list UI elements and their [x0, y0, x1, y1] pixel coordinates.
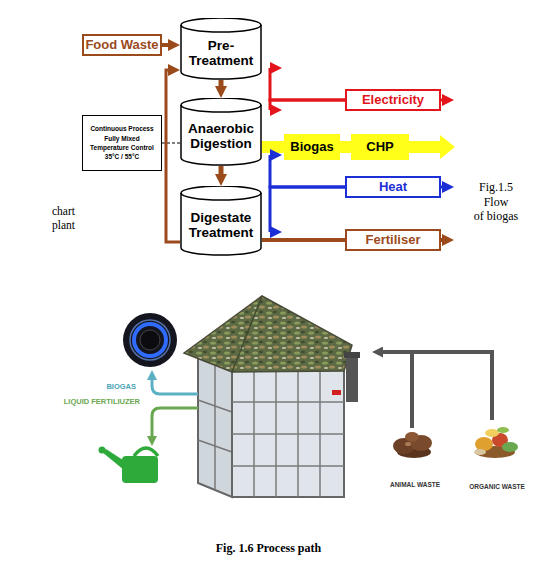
house-side-wall — [198, 352, 232, 497]
tank-rim — [181, 193, 261, 200]
can-body — [122, 456, 158, 483]
node-text: Digestate Treatment — [182, 211, 260, 241]
flow-connector — [270, 187, 345, 232]
electricity-out-arrow — [441, 99, 442, 102]
flow-connector — [166, 70, 180, 242]
process-tank: Anaerobic Digestion — [180, 98, 262, 166]
node-text: Electricity — [362, 93, 424, 107]
roof-ridge — [232, 296, 262, 372]
flow-label: LIQUID FERTILIUZER — [40, 397, 140, 406]
biogas-out-arrow — [409, 135, 455, 159]
tank-rim — [181, 105, 261, 112]
burner-cap — [140, 330, 160, 350]
organic-waste-pile — [474, 427, 518, 458]
flame-ring — [134, 324, 166, 356]
flow-connector — [162, 43, 168, 47]
node-text: Biogas — [290, 140, 333, 154]
figure-label: Fig.1.5 — [456, 180, 536, 195]
input-label: ANIMAL WASTE — [375, 481, 455, 488]
flow-connector — [340, 141, 351, 153]
feed-line — [412, 352, 492, 420]
heat-out-arrow — [441, 186, 442, 189]
wall-frame — [214, 361, 216, 490]
wall-frame — [198, 400, 232, 412]
tank-body — [181, 18, 261, 79]
chp-box: CHP — [351, 134, 409, 160]
can-rose — [99, 447, 106, 454]
flow-connector — [270, 100, 345, 110]
figure-label: chart — [52, 205, 92, 217]
tank-body — [181, 98, 261, 165]
fertilizer-arrow — [152, 408, 198, 436]
note-box: Continuous Process Fully Mixed Temperatu… — [82, 115, 162, 171]
node-text: Fertiliser — [366, 233, 421, 247]
node-text: Anaerobic Digestion — [182, 122, 260, 152]
output-box: Heat — [345, 176, 441, 198]
flow-label: BIOGAS — [70, 382, 136, 391]
pipe-cap — [344, 352, 360, 358]
feed-arrow — [383, 352, 412, 428]
biogas-arrow — [152, 380, 198, 394]
input-box: Food Waste — [82, 34, 162, 56]
wall-grid — [232, 370, 344, 497]
flow-connector — [262, 141, 284, 153]
output-box: Electricity — [345, 89, 441, 111]
figure-label: plant — [52, 219, 92, 231]
gas-box: Biogas — [284, 134, 340, 160]
process-tank: Digestate Treatment — [180, 186, 262, 256]
gas-burner — [123, 313, 177, 367]
digester-house — [184, 296, 360, 497]
fertiliser-out-arrow — [441, 238, 442, 242]
wall-frame — [198, 440, 232, 452]
node-text: Food Waste — [85, 38, 158, 52]
node-text: Continuous Process Fully Mixed Temperatu… — [86, 124, 158, 162]
figure-label: Flow — [456, 195, 536, 210]
flow-connector — [219, 80, 224, 86]
house-front-wall — [232, 370, 344, 497]
node-text: Pre- Treatment — [182, 39, 260, 69]
node-text: Heat — [379, 180, 407, 194]
figure-label: of biogas — [456, 209, 536, 224]
flow-connector — [219, 166, 224, 174]
tank-rim — [181, 25, 261, 32]
valve — [332, 390, 341, 395]
burner-plate — [123, 313, 177, 367]
leaf-roof — [184, 296, 352, 372]
process-tank: Pre- Treatment — [180, 18, 262, 80]
animal-waste-pile — [393, 432, 432, 458]
input-label: ORGANIC WASTE — [457, 483, 537, 490]
flow-connector — [162, 143, 180, 144]
flow-connector — [262, 238, 345, 242]
watering-can — [99, 447, 159, 484]
tank-body — [181, 186, 261, 255]
flow-connector — [270, 68, 345, 100]
figure-caption: Fig. 1.6 Process path — [0, 541, 537, 556]
can-handle — [134, 448, 158, 456]
flame-glow — [130, 320, 170, 360]
node-text: CHP — [366, 140, 393, 154]
output-box: Fertiliser — [345, 229, 441, 251]
gas-pipe — [346, 356, 358, 402]
